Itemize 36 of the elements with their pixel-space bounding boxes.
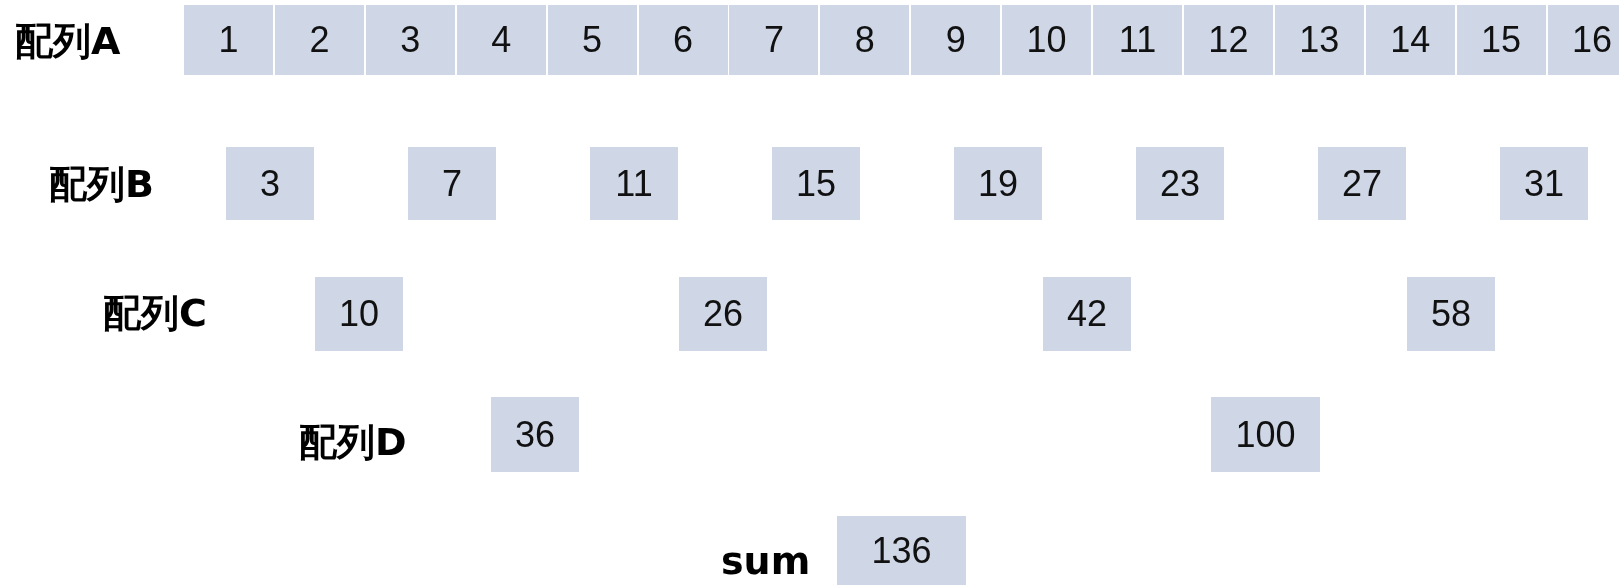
row-label: 配列C [103, 294, 207, 332]
array-cell: 2 [274, 5, 364, 75]
array-cell: 14 [1365, 5, 1455, 75]
array-cell: 6 [638, 5, 728, 75]
array-cell: 15 [1456, 5, 1546, 75]
row-label: 配列A [15, 22, 121, 60]
array-cell: 12 [1183, 5, 1273, 75]
array-cell: 10 [315, 277, 403, 351]
array-cell: 11 [1093, 5, 1182, 75]
array-cell: 7 [729, 5, 819, 75]
array-cell: 13 [1274, 5, 1364, 75]
array-cell: 7 [408, 147, 496, 220]
array-cell: 31 [1500, 147, 1588, 220]
array-cell: 136 [837, 516, 966, 585]
array-cell: 5 [547, 5, 637, 75]
array-cell: 26 [679, 277, 767, 351]
row-label: 配列D [299, 423, 407, 461]
array-cell: 10 [1002, 5, 1092, 75]
array-cell: 15 [772, 147, 860, 220]
array-cell: 3 [226, 147, 314, 220]
array-cell: 11 [590, 147, 678, 220]
array-cell: 3 [365, 5, 455, 75]
array-cell: 36 [491, 397, 579, 472]
array-cell: 4 [456, 5, 546, 75]
row-label: sum [721, 542, 811, 580]
array-cell: 19 [954, 147, 1042, 220]
array-cell: 9 [911, 5, 1001, 75]
array-cell: 16 [1547, 5, 1619, 75]
array-cell: 23 [1136, 147, 1224, 220]
array-cell: 8 [820, 5, 910, 75]
row-label: 配列B [49, 165, 154, 203]
array-cell: 1 [184, 5, 273, 75]
array-cell: 58 [1407, 277, 1495, 351]
array-cell: 27 [1318, 147, 1406, 220]
array-cell: 42 [1043, 277, 1131, 351]
array-cell: 100 [1211, 397, 1320, 472]
